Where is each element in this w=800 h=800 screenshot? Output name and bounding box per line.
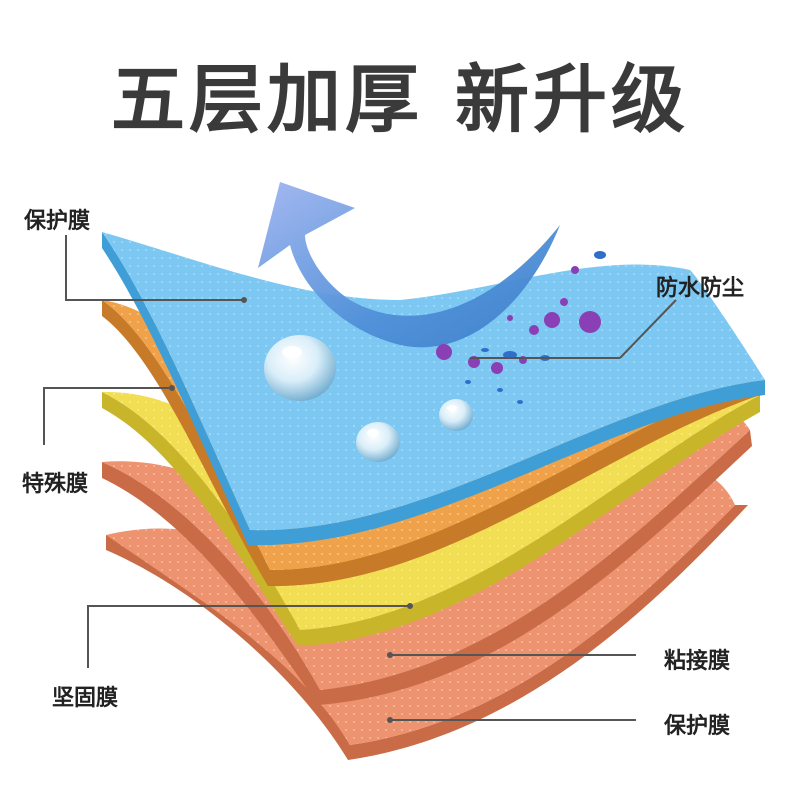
label-waterproof-dustproof: 防水防尘 — [656, 276, 745, 301]
deflect-arrow — [258, 182, 560, 348]
title-part-2: 新升级 — [455, 57, 689, 143]
label-protective-film-top: 保护膜 — [24, 209, 91, 234]
page-title: 五层加厚新升级 — [0, 40, 800, 147]
layer-protective-top — [102, 232, 765, 546]
label-protective-film-bottom: 保护膜 — [664, 714, 731, 739]
leader-lines — [43, 235, 677, 723]
dust-particles — [465, 251, 606, 404]
title-part-1: 五层加厚 — [111, 57, 423, 143]
label-adhesive-film: 粘接膜 — [664, 649, 731, 674]
label-special-film: 特殊膜 — [22, 472, 89, 497]
label-firm-film: 坚固膜 — [52, 686, 119, 711]
water-droplets — [264, 335, 473, 462]
